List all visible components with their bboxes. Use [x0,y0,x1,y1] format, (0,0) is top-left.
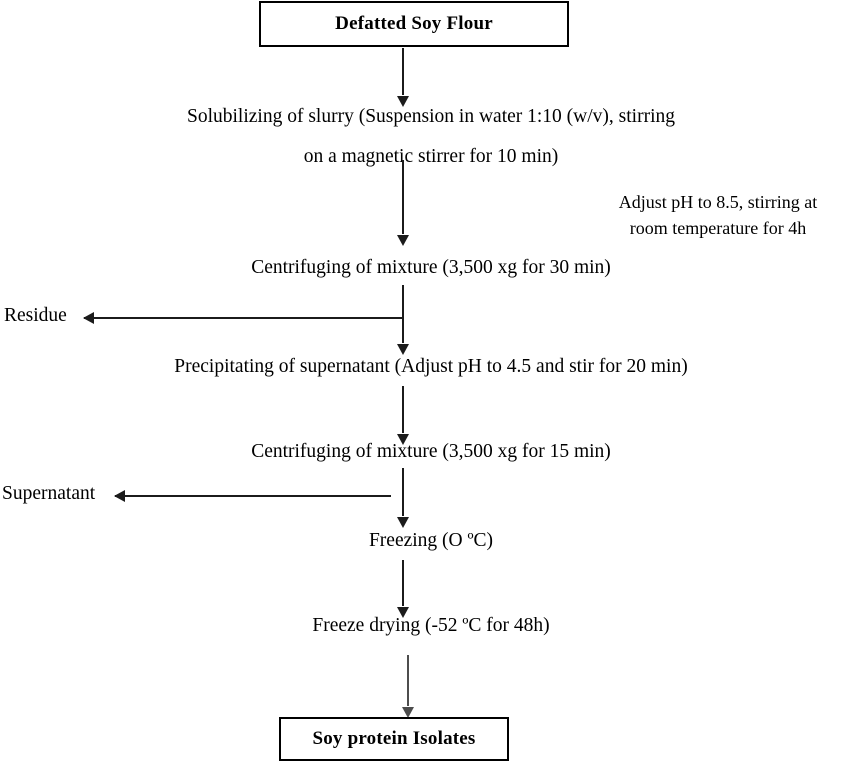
arrow-shaft [402,160,404,234]
arrow-head [397,96,409,107]
arrow-head [114,490,125,502]
trunk-centrifuge-2-to-freezing [402,468,404,512]
node-defatted-soy-flour: Defatted Soy Flour [259,1,569,47]
arrow-shaft [407,655,409,706]
arrow-shaft [84,317,403,319]
arrow-head [397,607,409,618]
arrow-head [397,517,409,528]
step-freeze-drying: Freeze drying (-52 ºC for 48h) [312,615,550,636]
branch-label-residue: Residue [4,305,67,326]
node-label-end: Soy protein Isolates [312,728,476,749]
step-solubilizing-line-1: Solubilizing of slurry (Suspension in wa… [187,106,675,127]
arrow-shaft [402,386,404,433]
arrow-head [402,707,414,718]
step-centrifuging-2: Centrifuging of mixture (3,500 xg for 15… [251,441,611,462]
note-ph-adjust-line-2: room temperature for 4h [629,218,807,238]
node-label-start: Defatted Soy Flour [335,13,493,34]
arrow-head [397,344,409,355]
arrow-head [83,312,94,324]
step-freezing: Freezing (O ºC) [368,530,494,551]
step-solubilizing-line-2: on a magnetic stirrer for 10 min) [303,146,559,167]
arrow-shaft [402,505,404,516]
arrow-shaft [402,332,404,343]
node-soy-protein-isolates: Soy protein Isolates [279,717,509,761]
trunk-centrifuge-1-to-precipitating [402,285,404,343]
step-centrifuging-1: Centrifuging of mixture (3,500 xg for 30… [251,257,611,278]
branch-label-supernatant: Supernatant [2,483,96,504]
step-precipitating: Precipitating of supernatant (Adjust pH … [174,356,688,377]
arrow-shaft [402,560,404,606]
note-ph-adjust-line-1: Adjust pH to 8.5, stirring at [618,192,818,212]
arrow-shaft [115,495,391,497]
arrow-head [397,235,409,246]
arrow-head [397,434,409,445]
arrow-shaft [402,48,404,95]
